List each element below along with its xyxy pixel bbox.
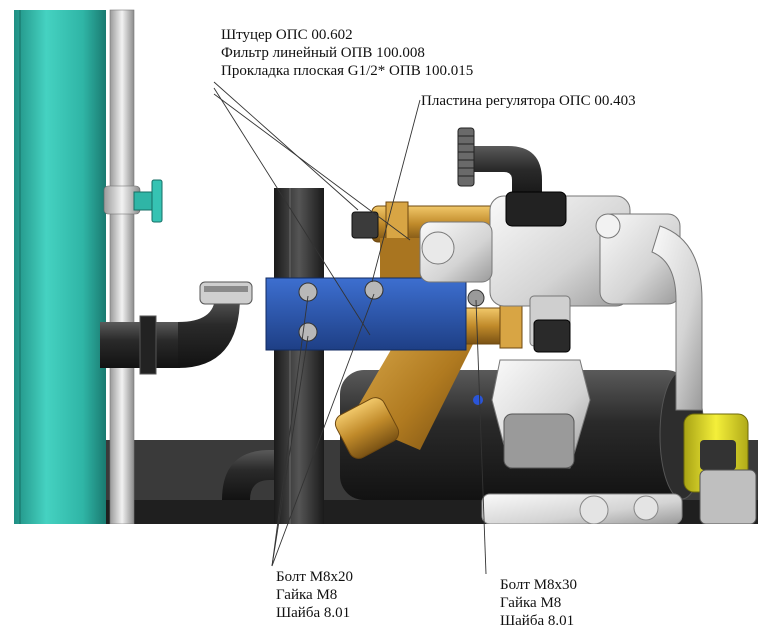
annotation-washer-right: Шайба 8.01 xyxy=(500,613,575,629)
hose-clamp-band xyxy=(204,286,248,292)
bottom-gear-2 xyxy=(633,495,659,521)
leader-line-bl-2 xyxy=(271,293,375,567)
left-elbow xyxy=(178,296,240,368)
right-lower-fitting xyxy=(699,469,757,525)
left-pipe-ring xyxy=(139,315,157,375)
teal-flange xyxy=(151,179,163,223)
top-nut xyxy=(505,191,567,227)
annotation-top-group: Штуцер ОПС 00.602 Фильтр линейный ОПВ 10… xyxy=(221,26,473,80)
annotation-bolt-m8x20: Болт М8х20 xyxy=(276,569,354,585)
plate-bolt xyxy=(364,280,384,300)
coupling-nut xyxy=(503,413,575,469)
bottom-gear xyxy=(579,495,609,525)
annotation-filter: Фильтр линейный ОПВ 100.008 xyxy=(221,45,425,61)
blank-area xyxy=(0,524,758,632)
teal-fitting xyxy=(133,191,155,211)
leader-lines xyxy=(213,81,487,575)
y-filter-cap xyxy=(334,397,400,459)
valve-left-port xyxy=(421,231,455,265)
annotation-bottom-right: Болт М8х30 Гайка М8 Шайба 8.01 xyxy=(500,576,577,630)
top-elbow xyxy=(468,146,542,204)
annotation-nut-m8-left: Гайка М8 xyxy=(276,587,338,603)
leader-line-top-2 xyxy=(213,87,371,336)
annotation-gasket: Прокладка плоская G1/2* ОПВ 100.015 xyxy=(221,63,474,79)
annotation-nut-m8-right: Гайка М8 xyxy=(500,595,562,611)
yellow-fitting-ring xyxy=(700,440,736,470)
annotation-washer-left: Шайба 8.01 xyxy=(276,605,351,621)
leader-line-top-1 xyxy=(213,81,359,211)
blue-marker xyxy=(473,395,483,405)
leader-line-top-3 xyxy=(213,93,411,241)
right-hose xyxy=(651,225,703,411)
leader-line-plate xyxy=(371,99,421,283)
tank xyxy=(14,10,106,524)
gear-knob xyxy=(457,127,475,187)
annotation-bottom-left: Болт М8х20 Гайка М8 Шайба 8.01 xyxy=(276,568,353,622)
annotation-bolt-m8x30: Болт М8х30 xyxy=(500,577,578,593)
small-black-fitting xyxy=(533,319,571,353)
brass-lower-hex-2 xyxy=(499,303,523,349)
plate-bolt xyxy=(298,282,318,302)
annotation-fitting: Штуцер ОПС 00.602 xyxy=(221,27,353,43)
leader-line-br xyxy=(475,299,487,575)
leader-line-bl-3 xyxy=(271,335,309,567)
annotation-plate: Пластина регулятора ОПС 00.403 xyxy=(421,93,636,109)
vertical-pipe xyxy=(109,9,135,525)
leader-line-bl-1 xyxy=(271,295,309,567)
support-post xyxy=(274,188,324,524)
gear-teeth xyxy=(458,135,474,177)
plate-bolts xyxy=(298,280,485,342)
valve-right-port xyxy=(595,213,621,239)
hose-clamp xyxy=(199,281,253,305)
upper-nipple xyxy=(351,211,379,239)
